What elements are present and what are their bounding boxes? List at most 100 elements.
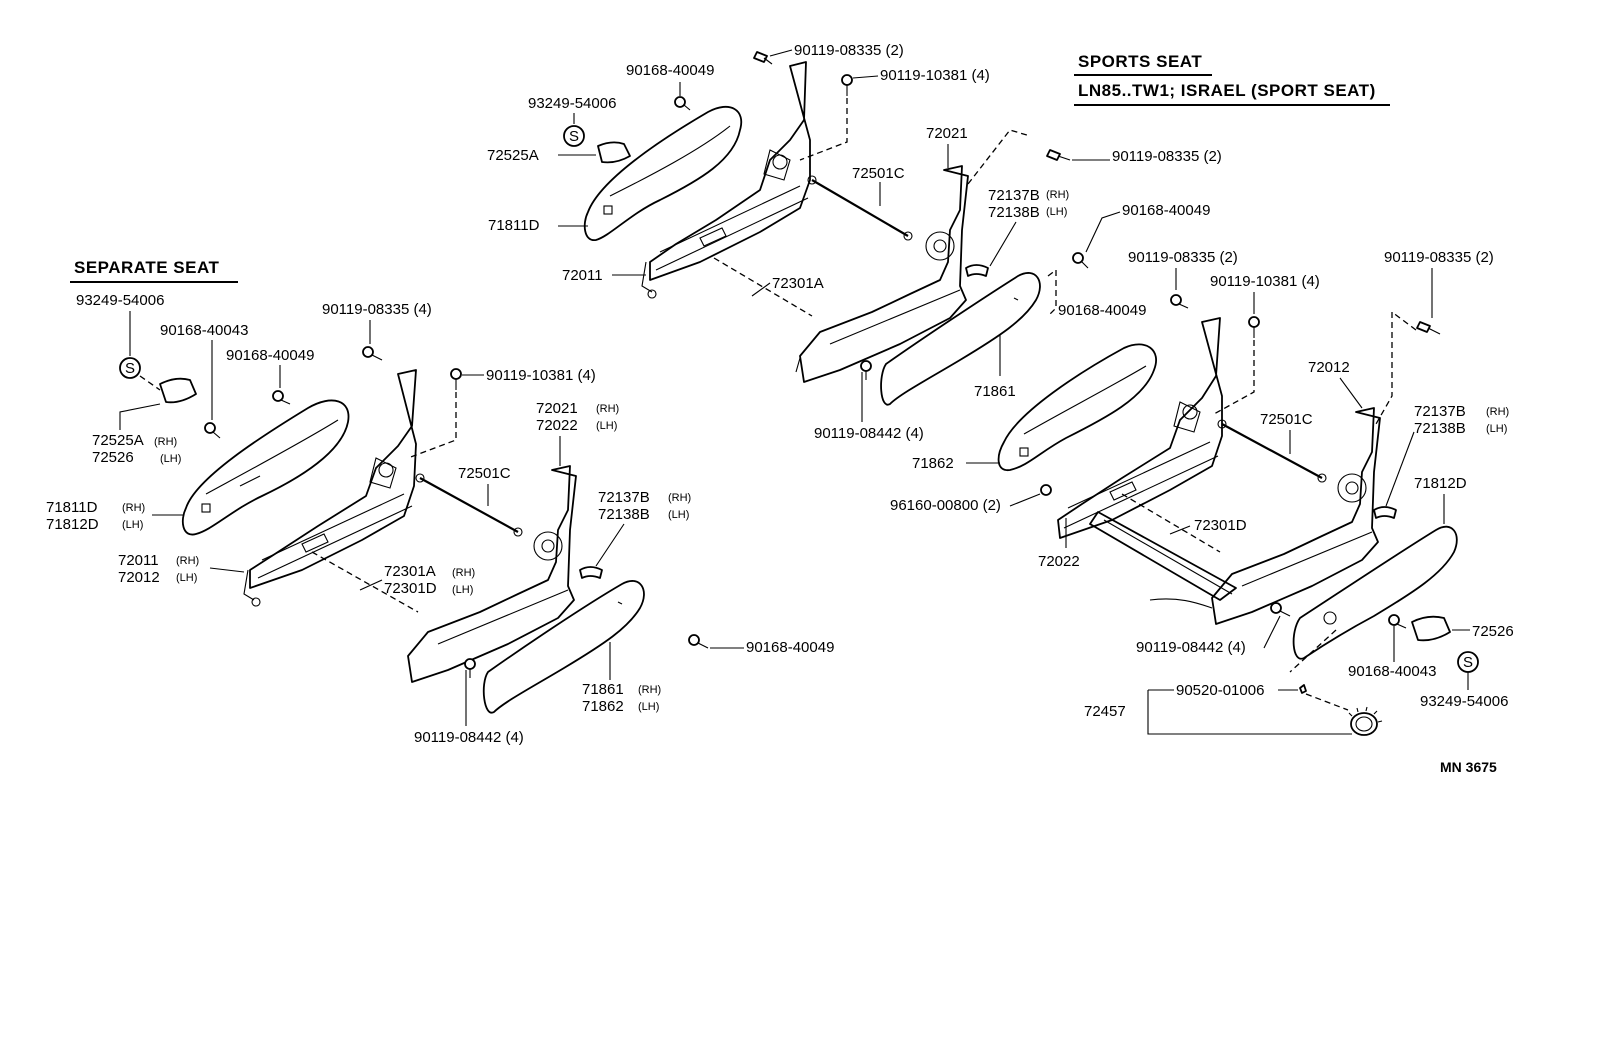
svg-text:(LH): (LH): [596, 420, 617, 432]
label-c07: 72138B: [1414, 420, 1466, 437]
label-b21: 71862: [582, 698, 624, 715]
bolt-icon: [1248, 316, 1260, 338]
label-b17: 72301A: [384, 563, 436, 580]
svg-text:(LH): (LH): [176, 572, 197, 584]
label-a06: 71811D: [488, 217, 540, 234]
nut-icon: [1040, 484, 1052, 496]
label-a02: 90168-40049: [626, 62, 714, 79]
svg-text:S: S: [569, 128, 579, 145]
svg-text:(LH): (LH): [668, 509, 689, 521]
svg-text:(RH): (RH): [596, 403, 619, 415]
outer-cover-71811d: [583, 105, 743, 241]
seat-frame-c: [1057, 317, 1223, 539]
seat-frame-b: [249, 369, 417, 589]
separate-seat-header: SEPARATE SEAT: [70, 258, 238, 283]
screw-icon: [1299, 684, 1307, 694]
side-shield-71861: [482, 580, 645, 714]
label-c04: 72012: [1308, 359, 1350, 376]
assembly-b: 93249-54006 S 90168-40043 90168-40049 90…: [46, 292, 834, 746]
recliner-72021: [799, 165, 969, 383]
cover-cap-icon: [965, 264, 989, 277]
svg-text:(RH): (RH): [1046, 189, 1069, 201]
label-a12: 90168-40049: [1122, 202, 1210, 219]
label-a09: 90119-08335 (2): [1112, 148, 1222, 165]
label-c02: 90119-10381 (4): [1210, 273, 1320, 290]
seal-stamp-icon: S: [563, 125, 585, 147]
svg-text:(LH): (LH): [1486, 423, 1507, 435]
label-b18: 72301D: [384, 580, 437, 597]
svg-text:(RH): (RH): [668, 492, 691, 504]
bolt-icon: [272, 390, 291, 405]
svg-text:(LH): (LH): [1046, 206, 1067, 218]
label-c17: 90520-01006: [1176, 682, 1264, 699]
cover-cap-icon: [579, 566, 603, 579]
label-b19: 90168-40049: [746, 639, 834, 656]
label-b14: 72138B: [598, 506, 650, 523]
bolt-icon: [1046, 149, 1071, 161]
label-b09: 71812D: [46, 516, 99, 533]
label-c16: 93249-54006: [1420, 693, 1508, 710]
seat-frame-a: [649, 61, 811, 281]
recliner-72021: [407, 465, 577, 683]
label-b06: 72525A: [92, 432, 144, 449]
label-a16: 71861: [974, 383, 1016, 400]
label-a07: 72021: [926, 125, 968, 142]
label-c09: 96160-00800 (2): [890, 497, 1001, 514]
label-c13: 90119-08442 (4): [1136, 639, 1246, 656]
bolt-icon: [860, 360, 872, 380]
svg-text:(LH): (LH): [638, 701, 659, 713]
label-a04: 93249-54006: [528, 95, 616, 112]
bolt-icon: [464, 658, 476, 678]
label-c01: 90119-08335 (2): [1128, 249, 1238, 266]
label-b04: 90168-40049: [226, 347, 314, 364]
label-b12: 72501C: [458, 465, 511, 482]
label-c12: 71812D: [1414, 475, 1467, 492]
side-shield-71861: [880, 272, 1041, 406]
outer-cover-71811d: [181, 399, 350, 536]
bolt-icon: [1270, 602, 1291, 617]
label-b16: 72012: [118, 569, 160, 586]
svg-text:(LH): (LH): [160, 453, 181, 465]
label-b07: 72526: [92, 449, 134, 466]
sports-seat-models: LN85..TW1; ISRAEL (SPORT SEAT): [1078, 81, 1376, 100]
label-a10: 72137B: [988, 187, 1040, 204]
seal-stamp-icon: S: [119, 357, 141, 379]
bolt-icon: [674, 96, 691, 111]
svg-text:(RH): (RH): [1486, 406, 1509, 418]
label-a15: 90168-40049: [1058, 302, 1146, 319]
seal-stamp-icon: S: [1457, 651, 1479, 673]
bolt-icon: [362, 346, 383, 361]
label-a13: 72011: [562, 267, 603, 284]
svg-text:(RH): (RH): [154, 436, 177, 448]
label-b15: 72011: [118, 552, 159, 569]
bolt-icon: [1170, 294, 1189, 309]
label-a14: 72301A: [772, 275, 824, 292]
knob-cover-icon: [159, 377, 197, 404]
lower-rail-c: [1089, 511, 1237, 601]
svg-text:(RH): (RH): [122, 502, 145, 514]
label-b01: 93249-54006: [76, 292, 164, 309]
label-a08: 72501C: [852, 165, 905, 182]
label-b20: 71861: [582, 681, 624, 698]
label-a05: 72525A: [487, 147, 539, 164]
label-b03: 90119-08335 (4): [322, 301, 432, 318]
label-b10: 72021: [536, 400, 578, 417]
bolt-icon: [841, 74, 853, 96]
bolt-icon: [1416, 321, 1441, 335]
svg-text:S: S: [125, 360, 135, 377]
assembly-c: 90119-08335 (2) 90119-10381 (4) 90119-08…: [890, 249, 1514, 736]
bolt-icon: [688, 634, 709, 649]
label-c15: 72526: [1472, 623, 1514, 640]
bolt-icon: [204, 422, 221, 439]
svg-text:(LH): (LH): [452, 584, 473, 596]
bolt-icon: [450, 368, 462, 390]
side-shield-71812d: [1292, 525, 1458, 660]
label-c10: 72301D: [1194, 517, 1247, 534]
label-c03: 90119-08335 (2): [1384, 249, 1494, 266]
knob-icon: [1348, 706, 1383, 736]
separate-seat-title: SEPARATE SEAT: [74, 258, 219, 277]
label-a03: 90119-10381 (4): [880, 67, 990, 84]
svg-text:(LH): (LH): [122, 519, 143, 531]
label-b22: 90119-08442 (4): [414, 729, 524, 746]
